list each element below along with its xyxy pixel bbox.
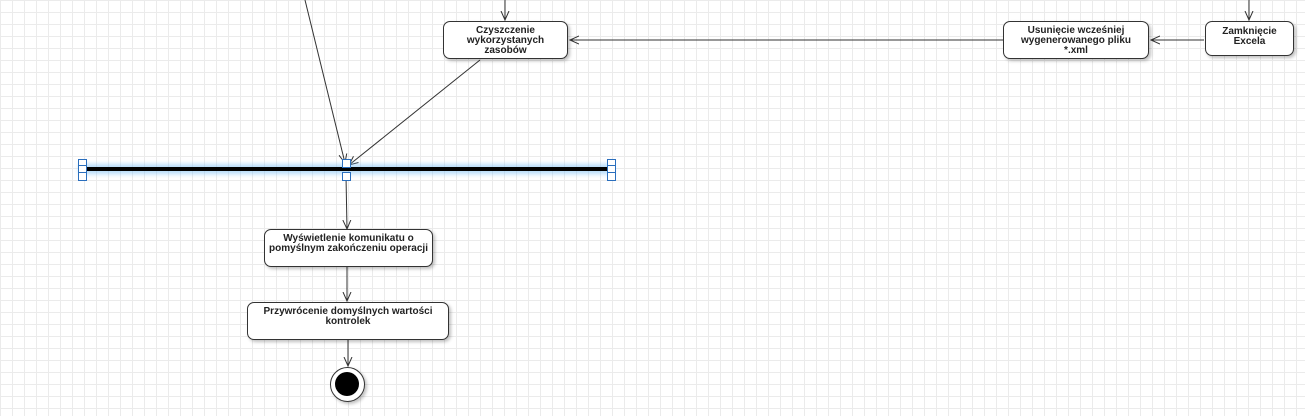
action-label: Wyświetlenie komunikatu o pomyślnym zako… <box>269 233 428 254</box>
resize-handle-left-bottom[interactable] <box>78 172 87 181</box>
action-label: Zamknięcie Excela <box>1222 26 1277 47</box>
resize-handle-center-bottom[interactable] <box>342 172 351 181</box>
action-label: Przywrócenie domyślnych wartości kontrol… <box>263 306 433 327</box>
action-close-excel[interactable]: Zamknięcie Excela <box>1205 21 1294 56</box>
action-label: Usunięcie wcześniej wygenerowanego pliku… <box>1020 25 1132 56</box>
resize-handle-center-top[interactable] <box>342 159 351 168</box>
final-node-fill <box>335 372 359 396</box>
edge-top-to-fork <box>304 0 345 163</box>
action-show-success-message[interactable]: Wyświetlenie komunikatu o pomyślnym zako… <box>264 229 433 267</box>
edge-cleanup-to-fork <box>349 59 481 165</box>
resize-handle-right-bottom[interactable] <box>607 172 616 181</box>
edge-fork-to-show-message <box>346 175 347 229</box>
action-delete-xml[interactable]: Usunięcie wcześniej wygenerowanego pliku… <box>1003 21 1149 59</box>
action-label: Czyszczenie wykorzystanych zasobów <box>466 25 545 56</box>
action-cleanup-resources[interactable]: Czyszczenie wykorzystanych zasobów <box>443 21 568 59</box>
fork-join-bar[interactable] <box>82 167 610 171</box>
action-restore-defaults[interactable]: Przywrócenie domyślnych wartości kontrol… <box>247 302 449 340</box>
activity-final-node[interactable] <box>330 367 365 402</box>
